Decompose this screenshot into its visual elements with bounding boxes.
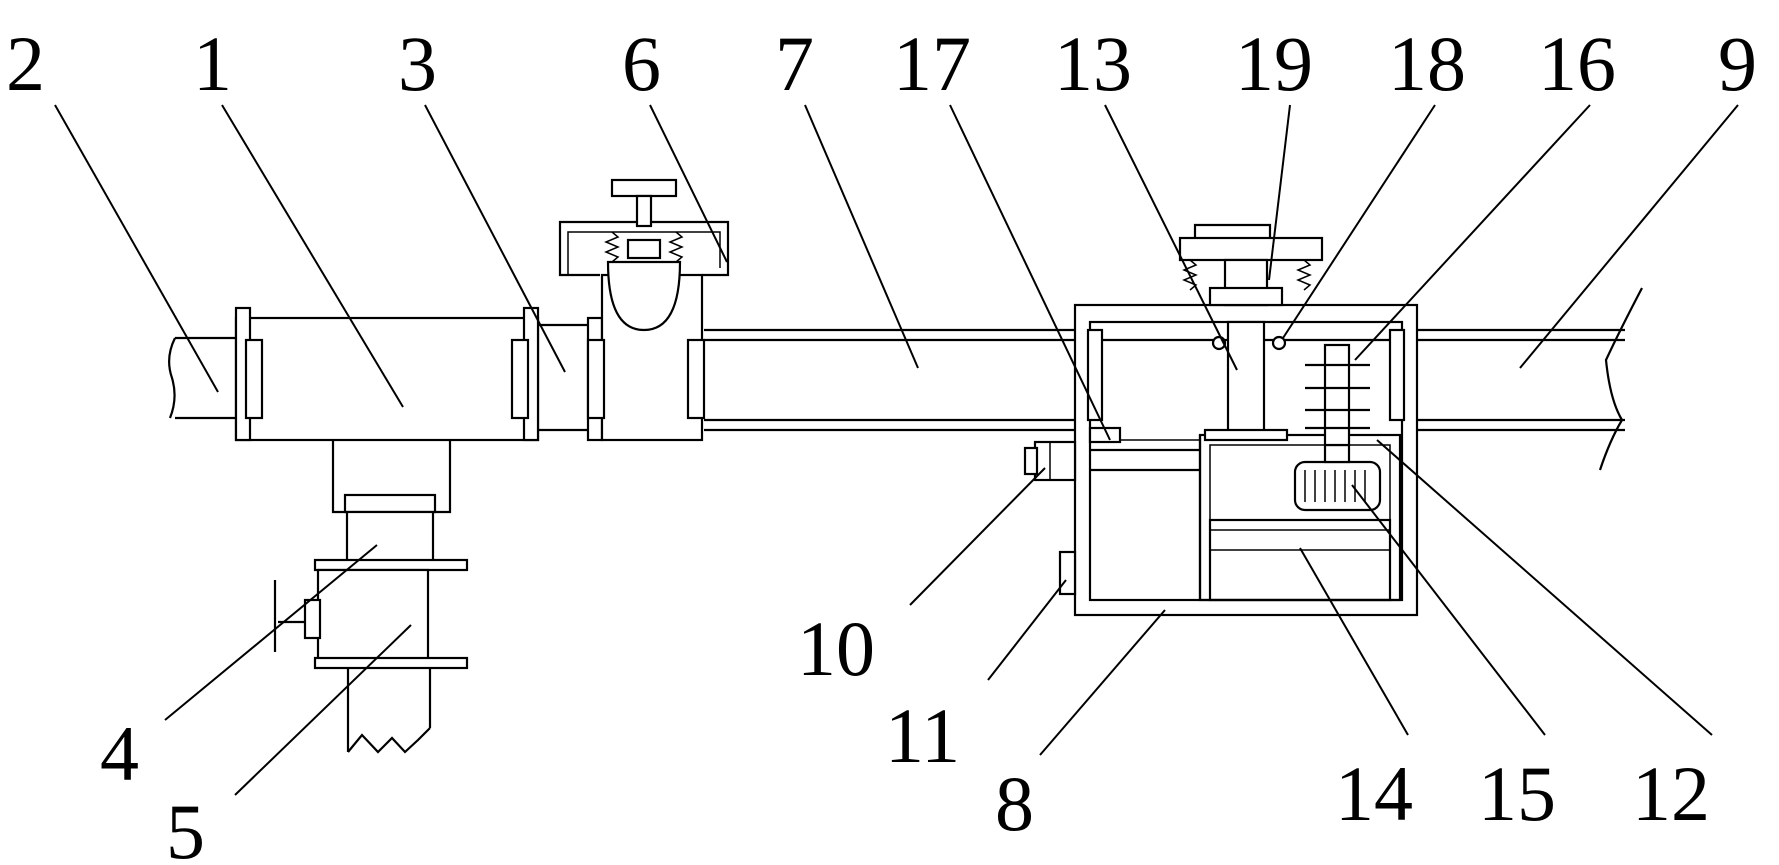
- label-11: 11: [885, 692, 960, 779]
- label-4: 4: [100, 710, 139, 797]
- tee-pipe: [234, 306, 540, 514]
- branch-connector: [313, 510, 469, 572]
- valve-housing: [558, 178, 730, 442]
- label-3: 3: [398, 20, 437, 107]
- label-12: 12: [1632, 750, 1710, 837]
- stirring-shaft: [1305, 343, 1370, 447]
- label-16: 16: [1538, 20, 1616, 107]
- leader-lines: [54, 104, 1739, 796]
- part-labels: 2 1 3 6 7 17 13 19 18 16 9 4 5 10 11 8 1…: [6, 20, 1757, 865]
- valve: [273, 568, 469, 670]
- label-17: 17: [893, 20, 971, 107]
- top-valve-assembly: [1178, 223, 1324, 442]
- label-19: 19: [1235, 20, 1313, 107]
- label-14: 14: [1335, 750, 1413, 837]
- switch: [1058, 550, 1077, 596]
- outlet-pipe: [346, 668, 432, 754]
- label-7: 7: [775, 20, 814, 107]
- label-9: 9: [1718, 20, 1757, 107]
- label-1: 1: [193, 20, 232, 107]
- right-pipe: [1417, 287, 1643, 471]
- label-15: 15: [1478, 750, 1556, 837]
- label-6: 6: [622, 20, 661, 107]
- label-5: 5: [166, 788, 205, 865]
- label-13: 13: [1054, 20, 1132, 107]
- label-8: 8: [995, 760, 1034, 847]
- motor: [1293, 443, 1382, 512]
- label-18: 18: [1388, 20, 1466, 107]
- label-2: 2: [6, 20, 45, 107]
- pressure-gauge: [1023, 440, 1077, 482]
- inlet-pipe: [168, 336, 238, 420]
- label-10: 10: [797, 605, 875, 692]
- main-pipe: [704, 328, 1075, 432]
